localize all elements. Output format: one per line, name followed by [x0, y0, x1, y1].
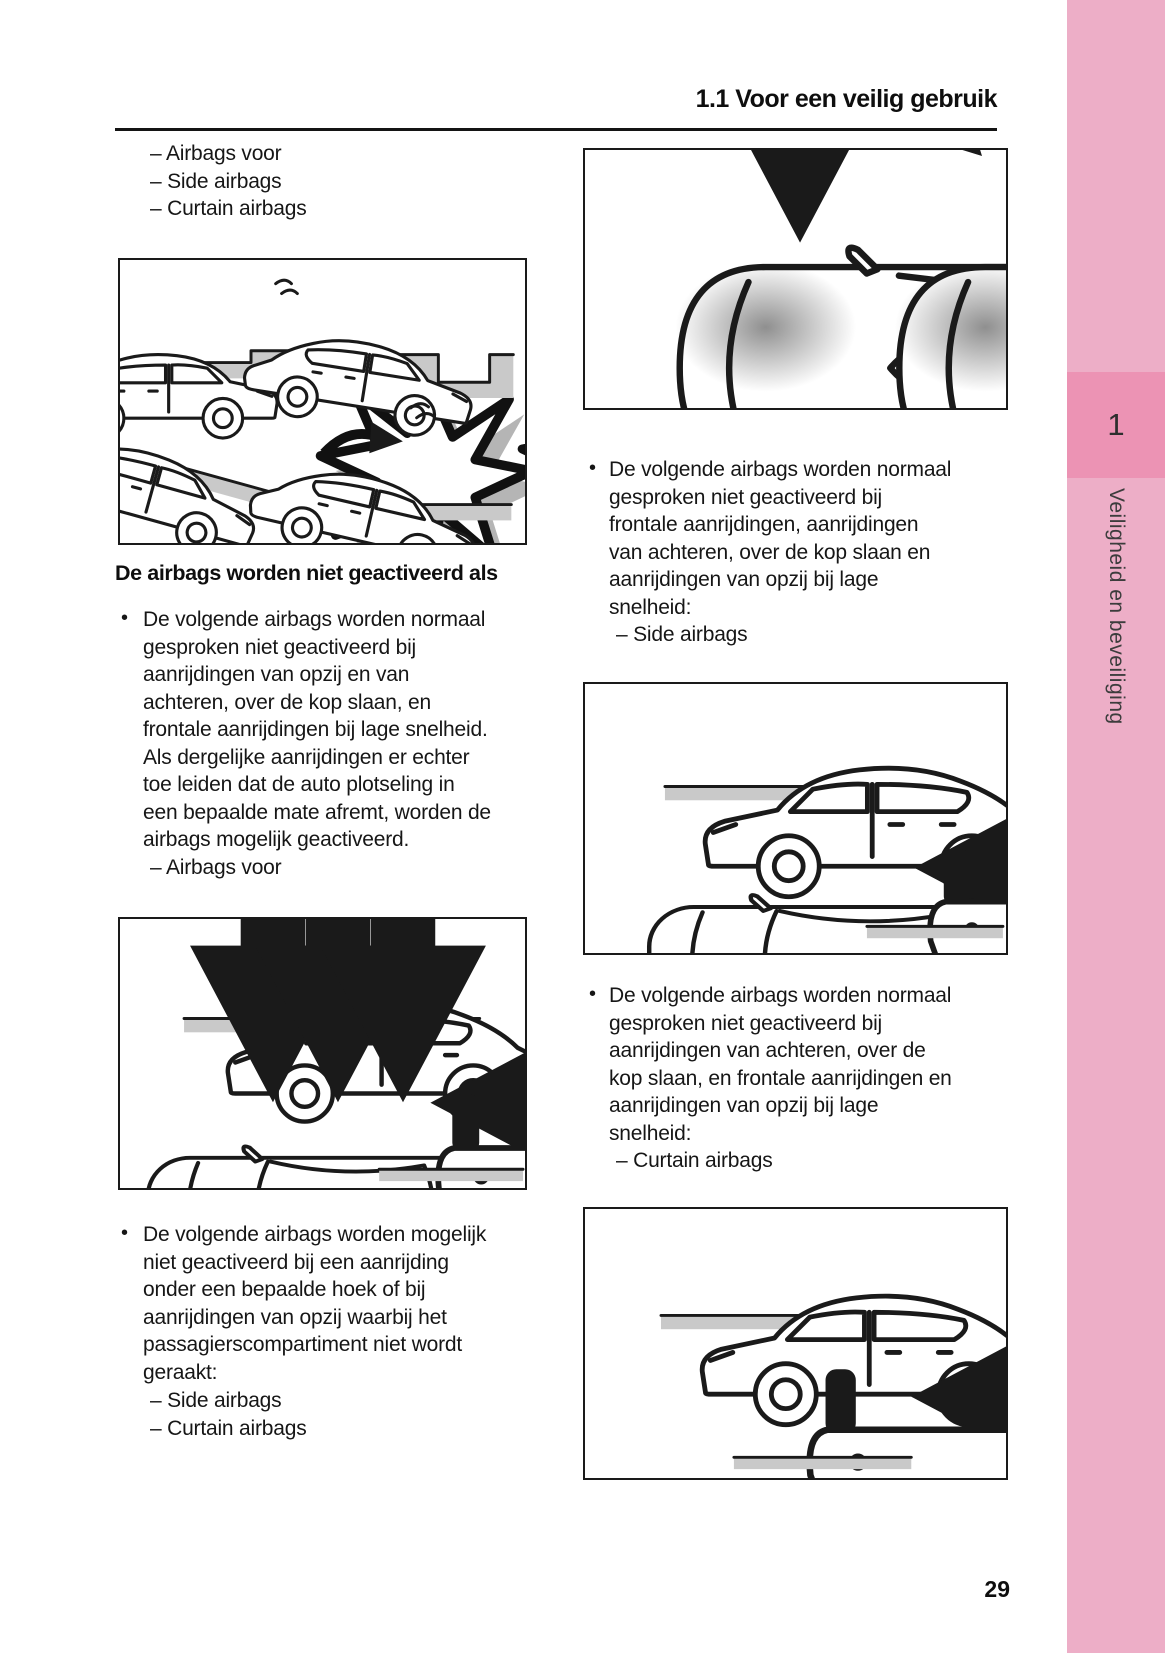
front-impact-arrow-icon — [585, 893, 644, 953]
figure-curtain-airbags-no-deploy — [583, 1207, 1008, 1480]
section-header: 1.1 Voor een veilig gebruik — [695, 85, 998, 113]
bullet-sub-items: – Side airbags – Curtain airbags — [150, 1389, 307, 1440]
chapter-sidebar — [1067, 0, 1165, 1653]
bullet-text: De volgende airbags worden mogelijk niet… — [143, 1223, 487, 1384]
figure-airbags-voor-no-deploy-svg — [146, 919, 525, 1188]
figure-frontal-deploy-scenarios — [118, 258, 527, 545]
figure-curtain-airbags-no-deploy-svg — [659, 1289, 1006, 1478]
impact-star-icon — [521, 373, 525, 543]
chapter-title-wrap: Veiligheid en beveiliging — [1067, 488, 1165, 808]
chapter-title: Veiligheid en beveiliging — [1105, 488, 1128, 725]
bullet-text: De volgende airbags worden normaal gespr… — [143, 608, 491, 851]
down-arrow-icon — [681, 150, 919, 243]
bullet-marker: • — [589, 983, 597, 1005]
header-rule — [115, 128, 997, 131]
figure-side-airbags-no-deploy — [583, 682, 1008, 955]
figure-frontal-deploy-scenarios-svg — [120, 278, 525, 543]
intro-airbag-list: – Airbags voor – Side airbags – Curtain … — [150, 142, 307, 220]
section-heading: De airbags worden niet geactiveerd als — [115, 561, 498, 585]
chapter-number: 1 — [1107, 407, 1125, 442]
bullet-marker: • — [121, 1222, 129, 1244]
figure-angled-impacts — [583, 148, 1008, 410]
figure-airbags-voor-no-deploy — [118, 917, 527, 1190]
curved-arrow-head-icon — [369, 421, 403, 454]
chapter-tab: 1 — [1067, 372, 1165, 478]
bullet-text: De volgende airbags worden normaal gespr… — [609, 458, 952, 619]
bullet-marker: • — [589, 457, 597, 479]
bullet-text: De volgende airbags worden normaal gespr… — [609, 984, 952, 1145]
bullet-sub-items: – Airbags voor — [150, 856, 282, 879]
page-number: 29 — [984, 1576, 1010, 1602]
figure-angled-impacts-svg — [585, 150, 1006, 408]
bullet-sub-items: – Curtain airbags — [616, 1149, 773, 1172]
bullet-marker: • — [121, 607, 129, 629]
figure-side-airbags-no-deploy-svg — [585, 760, 1006, 953]
bullet-sub-items: – Side airbags — [616, 623, 748, 646]
